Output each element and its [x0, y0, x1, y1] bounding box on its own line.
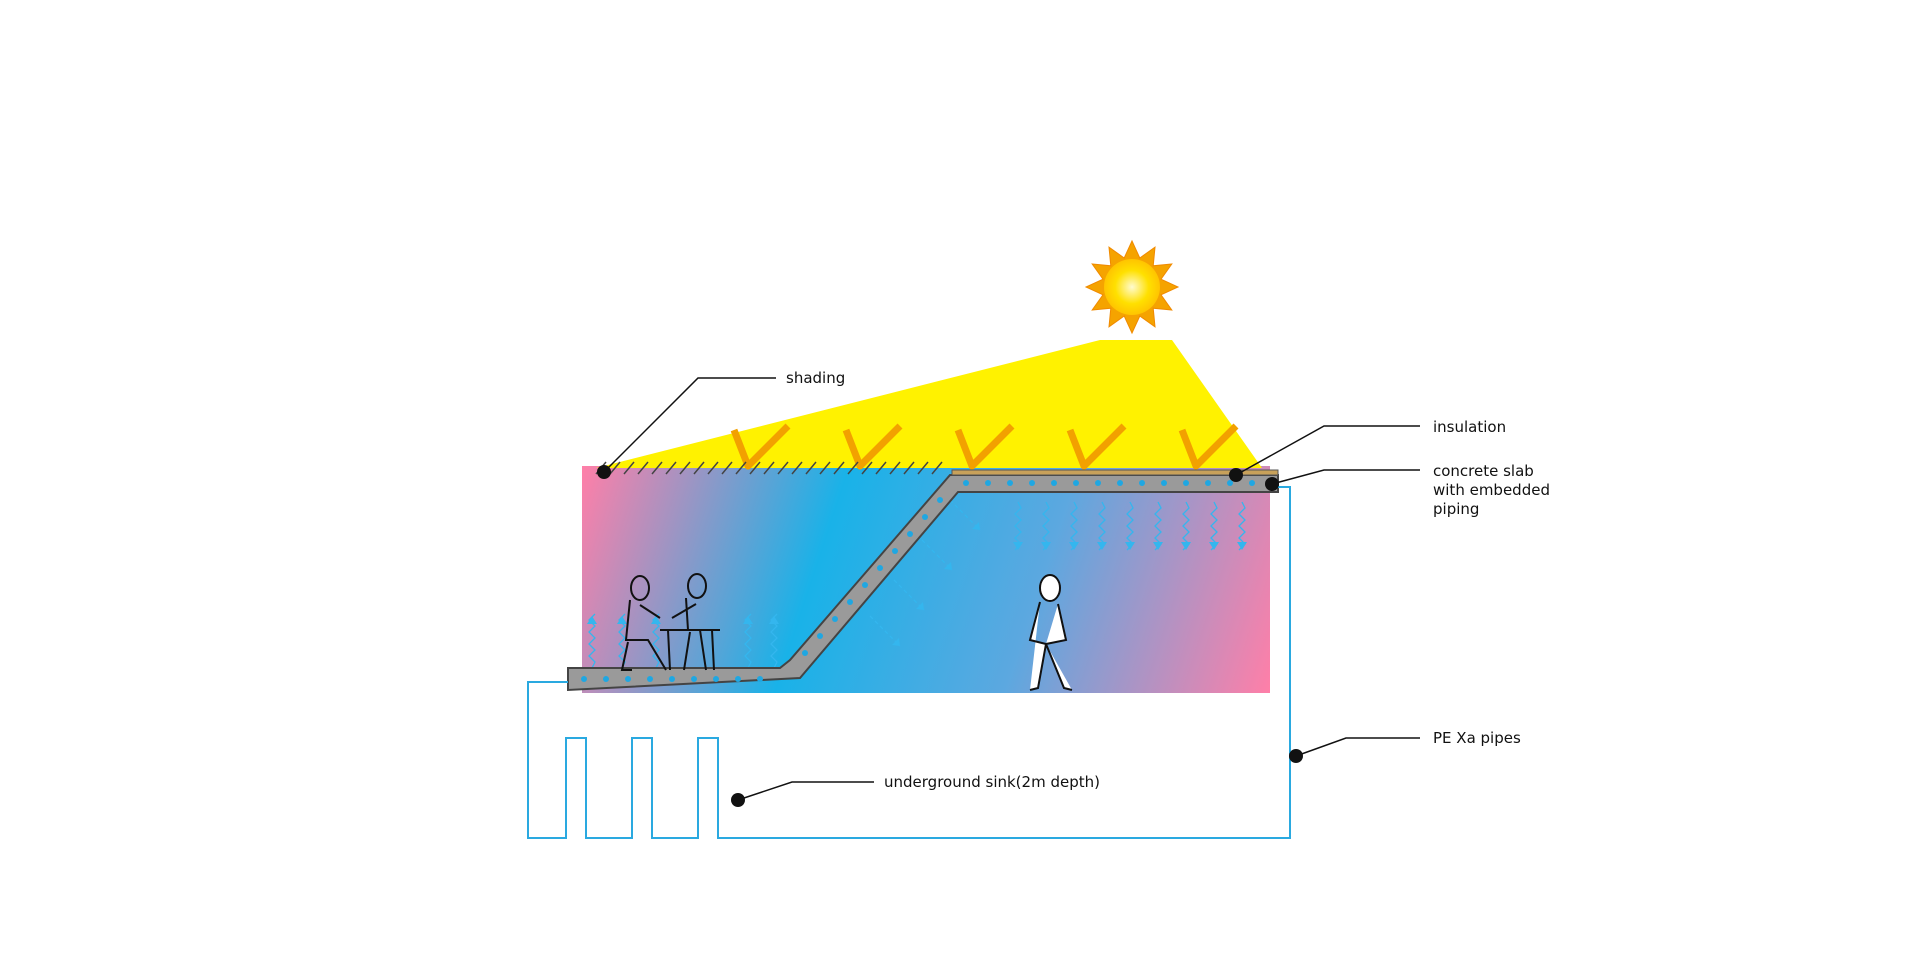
heat-arrow-icon [842, 423, 903, 470]
louver [833, 461, 845, 475]
slab-marker [1265, 477, 1279, 491]
louver [763, 461, 775, 475]
heat-arrow-icon [954, 423, 1015, 470]
table-icon [660, 629, 720, 671]
louver [791, 461, 803, 475]
louver [609, 461, 621, 475]
louver [749, 461, 761, 475]
label-concrete-slab-1: concrete slab [1433, 462, 1534, 480]
label-underground-sink: underground sink(2m depth) [884, 773, 1100, 791]
shading-marker [597, 465, 611, 479]
label-concrete-slab-3: piping [1433, 500, 1479, 518]
slab-leader [1271, 469, 1420, 485]
cooling-arrows [587, 499, 1247, 669]
louver [707, 461, 719, 475]
louver [917, 461, 929, 475]
louver [623, 461, 635, 475]
louver [847, 461, 859, 475]
shading-leader [603, 377, 776, 473]
louver [819, 461, 831, 475]
insulation-marker [1229, 468, 1243, 482]
louver [777, 461, 789, 475]
louver [651, 461, 663, 475]
person-icon [1028, 574, 1073, 691]
heat-arrow-icon [1178, 423, 1239, 470]
sun-icon [1084, 239, 1180, 335]
louver [721, 461, 733, 475]
sink-marker [731, 793, 745, 807]
label-shading: shading [786, 369, 845, 387]
sunlight-beam [596, 340, 1262, 468]
louver [637, 461, 649, 475]
louver [693, 461, 705, 475]
embedded-piping-dots [581, 480, 1255, 682]
pipes-leader [1295, 737, 1420, 757]
heat-arrow-icon [1066, 423, 1127, 470]
label-insulation: insulation [1433, 418, 1506, 436]
louver [889, 461, 901, 475]
louver [903, 461, 915, 475]
label-concrete-slab-2: with embedded [1433, 481, 1550, 499]
louver [665, 461, 677, 475]
louver [875, 461, 887, 475]
insulation-leader [1235, 425, 1420, 476]
louver [805, 461, 817, 475]
person-icon [620, 575, 667, 671]
louver [931, 461, 943, 475]
room-interior [582, 466, 1270, 693]
louver [679, 461, 691, 475]
louver [735, 461, 747, 475]
pe-xa-pipes [527, 486, 1291, 839]
heat-arrow-icon [730, 423, 791, 470]
pipes-marker [1289, 749, 1303, 763]
shading-louvers [595, 461, 943, 475]
label-pe-xa-pipes: PE Xa pipes [1433, 729, 1521, 747]
sink-leader [737, 781, 874, 801]
insulation-layer [951, 469, 1279, 476]
heat-arrows [730, 423, 1239, 470]
louver [861, 461, 873, 475]
